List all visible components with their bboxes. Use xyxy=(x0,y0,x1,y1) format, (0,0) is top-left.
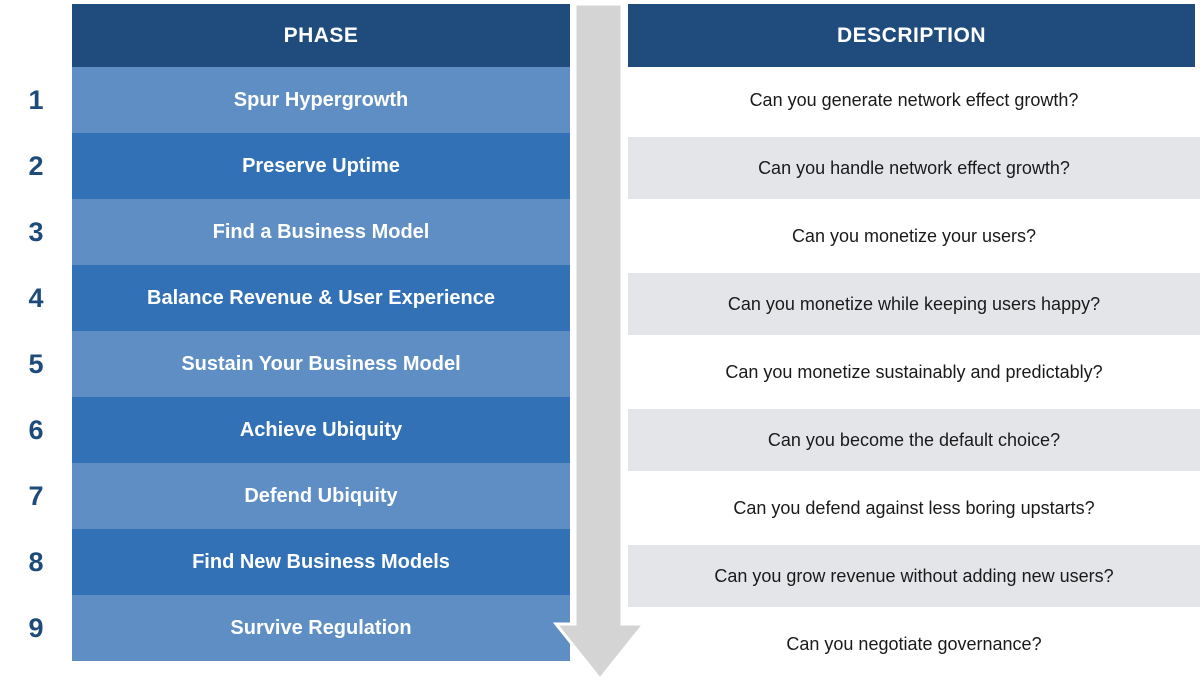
phase-number: 2 xyxy=(28,150,44,181)
description-cell: Can you monetize your users? xyxy=(628,205,1200,267)
description-label: Can you monetize while keeping users hap… xyxy=(727,293,1101,314)
description-rows: Can you generate network effect growth? C… xyxy=(628,69,1200,679)
table-row-phase: Achieve Ubiquity xyxy=(72,397,570,463)
table-row-phase: Survive Regulation xyxy=(72,595,570,661)
description-column-header: DESCRIPTION xyxy=(628,4,1195,67)
table-row-phase: Defend Ubiquity xyxy=(72,463,570,529)
table-row-description: Can you grow revenue without adding new … xyxy=(628,545,1200,611)
table-row-description: Can you monetize your users? xyxy=(628,205,1200,271)
phase-column-header: PHASE xyxy=(72,4,570,67)
phase-number: 1 xyxy=(28,84,44,115)
phase-label: Achieve Ubiquity xyxy=(239,418,403,441)
phase-label: Sustain Your Business Model xyxy=(181,352,461,375)
table-row-phase: Preserve Uptime xyxy=(72,133,570,199)
description-label: Can you monetize sustainably and predict… xyxy=(725,361,1103,382)
description-cell: Can you monetize while keeping users hap… xyxy=(628,273,1200,335)
phase-number: 8 xyxy=(28,546,44,577)
table-row-description: Can you defend against less boring upsta… xyxy=(628,477,1200,543)
phase-label: Preserve Uptime xyxy=(242,154,400,177)
table-row-description: Can you generate network effect growth? xyxy=(628,69,1200,135)
phase-label: Balance Revenue & User Experience xyxy=(147,286,495,309)
description-column: DESCRIPTION Can you generate network eff… xyxy=(628,4,1200,679)
description-cell: Can you generate network effect growth? xyxy=(628,69,1200,131)
description-cell: Can you monetize sustainably and predict… xyxy=(628,341,1200,403)
table-row-phase: Balance Revenue & User Experience xyxy=(72,265,570,331)
table-row-phase: Spur Hypergrowth xyxy=(72,67,570,133)
description-label: Can you become the default choice? xyxy=(767,429,1061,450)
phase-number: 7 xyxy=(28,480,44,511)
phase-number: 4 xyxy=(28,282,44,313)
description-cell: Can you defend against less boring upsta… xyxy=(628,477,1200,539)
description-cell: Can you become the default choice? xyxy=(628,409,1200,471)
description-cell: Can you handle network effect growth? xyxy=(628,137,1200,199)
phase-label: Find a Business Model xyxy=(212,220,430,243)
phase-label: Defend Ubiquity xyxy=(244,484,398,507)
table-row-description: Can you negotiate governance? xyxy=(628,613,1200,679)
table-row-phase: Sustain Your Business Model xyxy=(72,331,570,397)
table-row-phase: Find a Business Model xyxy=(72,199,570,265)
description-label: Can you grow revenue without adding new … xyxy=(714,565,1114,586)
table-row-phase: Find New Business Models xyxy=(72,529,570,595)
phase-number: 3 xyxy=(28,216,44,247)
table-row-description: Can you monetize sustainably and predict… xyxy=(628,341,1200,407)
phase-label: Survive Regulation xyxy=(230,616,412,639)
description-label: Can you negotiate governance? xyxy=(786,633,1042,654)
phase-label: Find New Business Models xyxy=(192,550,450,573)
phase-number: 5 xyxy=(28,348,44,379)
phase-label: Spur Hypergrowth xyxy=(233,88,409,111)
phase-number: 6 xyxy=(28,414,44,445)
description-label: Can you handle network effect growth? xyxy=(758,157,1070,178)
table-row-description: Can you handle network effect growth? xyxy=(628,137,1200,203)
description-label: Can you monetize your users? xyxy=(791,225,1037,246)
description-label: Can you generate network effect growth? xyxy=(749,89,1079,110)
phase-number-column: 1 2 3 4 5 6 7 8 9 xyxy=(0,67,72,661)
table-row-description: Can you monetize while keeping users hap… xyxy=(628,273,1200,339)
description-label: Can you defend against less boring upsta… xyxy=(733,497,1095,518)
table-row-description: Can you become the default choice? xyxy=(628,409,1200,475)
description-cell: Can you grow revenue without adding new … xyxy=(628,545,1200,607)
description-cell: Can you negotiate governance? xyxy=(628,613,1200,675)
phase-number: 9 xyxy=(28,612,44,643)
